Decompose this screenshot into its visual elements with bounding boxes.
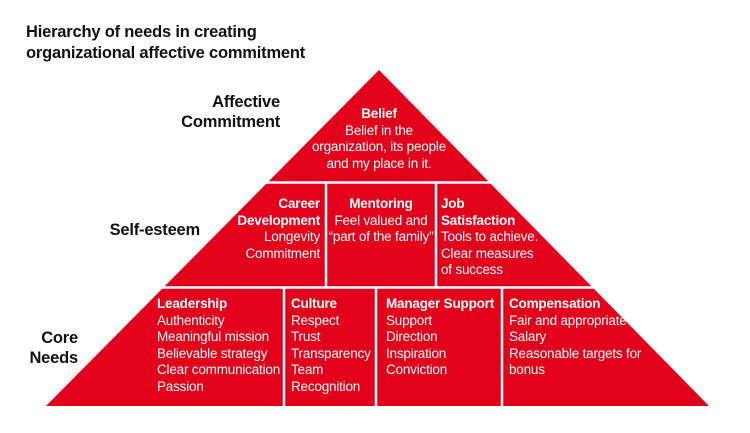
culture-heading: Culture [291,296,337,311]
leadership-heading: Leadership [157,296,228,311]
culture-line: Respect [291,312,340,328]
cell-leadership: Leadership Authenticity Meaningful missi… [157,296,282,395]
job-line: of success [441,262,503,277]
culture-line: Team [291,362,324,377]
compensation-line: Fair and appropriate [509,312,627,328]
compensation-heading: Compensation [509,296,601,311]
mentoring-line: “part of the family” [328,229,434,244]
level-label-self-esteem: Self-esteem [109,221,201,239]
title-line-2: organizational affective commitment [26,44,306,62]
career-line: Commitment [245,245,320,261]
compensation-line: Reasonable targets for [509,345,642,361]
belief-line: organization, its people [311,139,447,154]
career-heading-line: Development [237,212,320,228]
leadership-line: Passion [157,378,204,394]
cell-manager-support: Manager Support Support Direction Inspir… [386,296,501,379]
cell-career-development: Career Development Longevity Commitment [200,196,320,262]
leadership-line: Believable strategy [157,345,268,361]
manager-line: Inspiration [386,345,447,361]
career-line: Longevity [264,229,320,244]
cell-culture: Culture Respect Trust Transparency Team … [291,296,375,395]
cell-belief: Belief Belief in the organization, its p… [299,106,459,172]
compensation-line: bonus [509,362,545,377]
leadership-line: Clear communication [157,362,280,377]
mentoring-line: Feel valued and [334,212,428,228]
belief-heading: Belief [361,106,397,121]
level-label-core-needs: Core Needs [29,329,78,367]
leadership-line: Meaningful mission [157,329,269,344]
manager-line: Direction [386,329,438,344]
cell-mentoring: Mentoring Feel valued and “part of the f… [326,196,436,246]
manager-heading: Manager Support [386,296,495,311]
job-heading-line: Satisfaction [441,212,516,228]
mentoring-heading: Mentoring [349,196,413,211]
career-heading-line: Career [278,196,320,211]
diagram-title: Hierarchy of needs in creating organizat… [26,22,305,64]
belief-line: and my place in it. [326,155,432,171]
title-line-1: Hierarchy of needs in creating [26,23,257,41]
cell-compensation: Compensation Fair and appropriate Salary… [509,296,649,379]
culture-line: Trust [291,329,321,344]
cell-job-satisfaction: Job Satisfaction Tools to achieve. Clear… [441,196,561,279]
job-line: Tools to achieve. [441,229,539,244]
culture-line: Recognition [291,378,361,394]
culture-line: Transparency [291,345,371,361]
compensation-line: Salary [509,329,547,344]
level-label-affective-commitment: Affective Commitment [181,93,280,131]
manager-line: Support [386,312,432,328]
job-line: Clear measures [441,245,534,261]
manager-line: Conviction [386,362,448,377]
leadership-line: Authenticity [157,312,225,328]
belief-line: Belief in the [345,122,413,138]
job-heading-line: Job [441,196,465,211]
pyramid-shape [46,70,709,406]
